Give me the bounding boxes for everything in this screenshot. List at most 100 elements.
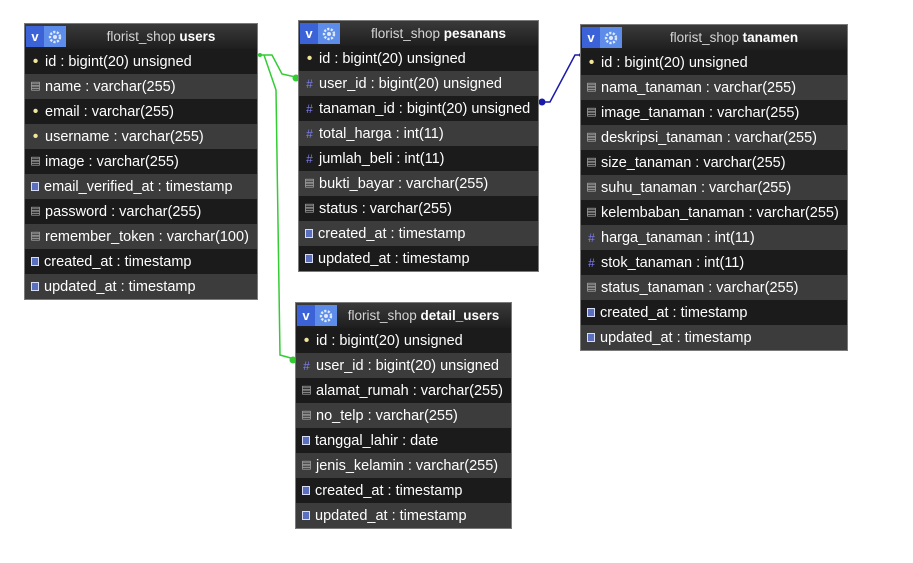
field-label: status : varchar(255) [319,200,452,217]
table-tanamen[interactable]: v florist_shop tanamen •id : bigint(20) un… [580,24,848,351]
calendar-icon [31,182,39,191]
database-name: florist_shop [106,29,176,44]
field-row[interactable]: • id : bigint(20) unsigned [25,49,257,74]
relation-end-dot [292,74,300,82]
field-row[interactable]: ▤remember_token : varchar(100) [25,224,257,249]
text-field-icon: ▤ [301,409,312,421]
numeric-icon: # [588,255,595,270]
field-row[interactable]: ▤ password : varchar(255) [25,199,257,224]
text-field-icon: ▤ [586,156,597,168]
table-header[interactable]: v florist_shop tanamen [581,25,847,50]
field-row[interactable]: ▤name : varchar(255) [25,74,257,99]
field-label: harga_tanaman : int(11) [601,229,755,246]
table-header[interactable]: v florist_shop detail_users [296,303,511,328]
field-row[interactable]: ▤nama_tanaman : varchar(255) [581,75,847,100]
field-row[interactable]: updated_at : timestamp [25,274,257,299]
toggle-columns-button[interactable]: v [300,23,318,44]
field-row[interactable]: ▤ size_tanaman : varchar(255) [581,150,847,175]
table-options-gear-icon[interactable] [44,26,66,47]
field-row[interactable]: created_at : timestamp [25,249,257,274]
field-row[interactable]: •id : bigint(20) unsigned [581,50,847,75]
numeric-icon: # [306,101,313,116]
field-label: deskripsi_tanaman : varchar(255) [601,129,817,146]
field-label: username : varchar(255) [45,128,204,145]
table-name: detail_users [420,308,500,323]
database-name: florist_shop [370,26,440,41]
table-header-buttons: v [297,305,337,326]
field-label: size_tanaman : varchar(255) [601,154,786,171]
field-row[interactable]: #jumlah_beli : int(11) [299,146,538,171]
field-row[interactable]: ▤bukti_bayar : varchar(255) [299,171,538,196]
numeric-icon: # [306,126,313,141]
field-row[interactable]: ▤jenis_kelamin : varchar(255) [296,453,511,478]
field-row[interactable]: ▤no_telp : varchar(255) [296,403,511,428]
field-row[interactable]: tanggal_lahir : date [296,428,511,453]
field-row[interactable]: updated_at : timestamp [296,503,511,528]
field-row[interactable]: #total_harga : int(11) [299,121,538,146]
field-row[interactable]: •id : bigint(20) unsigned [299,46,538,71]
field-label: password : varchar(255) [45,203,202,220]
table-header[interactable]: v florist_shop pesanans [299,21,538,46]
field-row[interactable]: ▤ deskripsi_tanaman : varchar(255) [581,125,847,150]
field-label: id : bigint(20) unsigned [45,53,192,70]
field-row[interactable]: created_at : timestamp [296,478,511,503]
field-row[interactable]: #harga_tanaman : int(11) [581,225,847,250]
table-pesanans[interactable]: v florist_shop pesanans •id : bigint(20) u… [298,20,539,272]
text-field-icon: ▤ [30,205,41,217]
field-row[interactable]: •email : varchar(255) [25,99,257,124]
field-label: user_id : bigint(20) unsigned [319,75,502,92]
text-field-icon: ▤ [586,131,597,143]
field-label: image_tanaman : varchar(255) [601,104,800,121]
table-title: florist_shop tanamen [670,30,798,45]
field-label: tanggal_lahir : date [315,432,439,449]
field-row[interactable]: •id : bigint(20) unsigned [296,328,511,353]
field-row[interactable]: ▤status_tanaman : varchar(255) [581,275,847,300]
table-detail-users[interactable]: v florist_shop detail_users •id : bigint(2… [295,302,512,529]
toggle-columns-button[interactable]: v [26,26,44,47]
field-row[interactable]: #user_id : bigint(20) unsigned [296,353,511,378]
calendar-icon [305,229,313,238]
toggle-columns-button[interactable]: v [582,27,600,48]
field-row[interactable]: created_at : timestamp [299,221,538,246]
field-row[interactable]: created_at : timestamp [581,300,847,325]
table-title: florist_shop pesanans [371,26,506,41]
field-label: id : bigint(20) unsigned [319,50,466,67]
key-icon: • [32,102,39,120]
table-options-gear-icon[interactable] [315,305,337,326]
field-row[interactable]: •username : varchar(255) [25,124,257,149]
field-label: updated_at : timestamp [44,278,196,295]
field-row[interactable]: ▤alamat_rumah : varchar(255) [296,378,511,403]
key-icon: • [32,52,39,70]
database-name: florist_shop [347,308,417,323]
field-label: created_at : timestamp [600,304,748,321]
key-icon: • [303,331,310,349]
field-row[interactable]: #tanaman_id : bigint(20) unsigned [299,96,538,121]
text-field-icon: ▤ [586,81,597,93]
calendar-icon [31,282,39,291]
calendar-icon [302,486,310,495]
field-row[interactable]: ▤image : varchar(255) [25,149,257,174]
field-row[interactable]: ▤suhu_tanaman : varchar(255) [581,175,847,200]
calendar-icon [587,333,595,342]
text-field-icon: ▤ [30,155,41,167]
toggle-columns-button[interactable]: v [297,305,315,326]
field-row[interactable]: updated_at : timestamp [299,246,538,271]
field-row[interactable]: ▤kelembaban_tanaman : varchar(255) [581,200,847,225]
field-label: jumlah_beli : int(11) [319,150,445,167]
field-row[interactable]: ▤status : varchar(255) [299,196,538,221]
database-name: florist_shop [669,30,739,45]
field-row[interactable]: ▤image_tanaman : varchar(255) [581,100,847,125]
relation-end-dot [289,356,297,364]
field-label: user_id : bigint(20) unsigned [316,357,499,374]
table-options-gear-icon[interactable] [318,23,340,44]
field-row[interactable]: #user_id : bigint(20) unsigned [299,71,538,96]
field-label: bukti_bayar : varchar(255) [319,175,489,192]
field-row[interactable]: updated_at : timestamp [581,325,847,350]
field-row[interactable]: email_verified_at : timestamp [25,174,257,199]
field-row[interactable]: #stok_tanaman : int(11) [581,250,847,275]
table-options-gear-icon[interactable] [600,27,622,48]
table-header-buttons: v [300,23,340,44]
field-label: updated_at : timestamp [318,250,470,267]
